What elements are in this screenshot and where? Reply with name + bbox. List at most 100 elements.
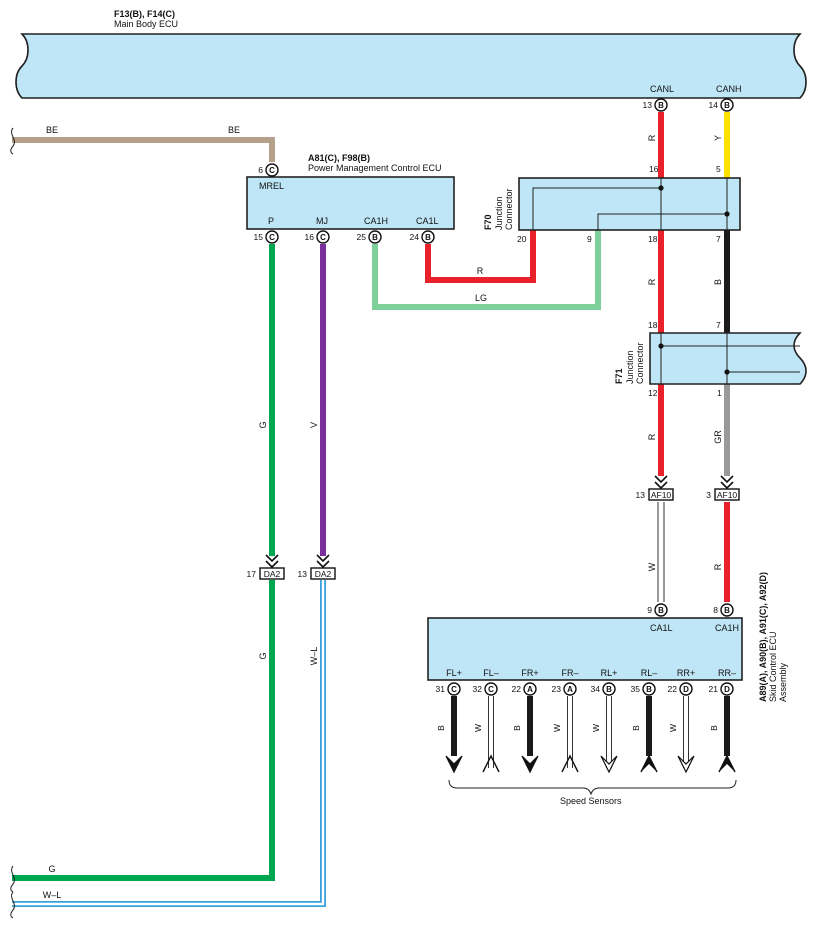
wire-label-f71-r: R <box>647 433 657 440</box>
pin-connector-letter: D <box>724 685 730 694</box>
break-wl <box>10 891 15 919</box>
f70-name-2: Connector <box>504 188 514 230</box>
pin-circle <box>265 163 279 177</box>
pin-circle <box>447 682 461 696</box>
wire-wl-bottom-outer <box>12 580 326 907</box>
main-body-ecu-name: Main Body ECU <box>114 19 178 29</box>
wire-label-be-left: BE <box>46 125 58 135</box>
skid-ecu-box <box>427 617 743 681</box>
f70-pin-18: 18 <box>648 234 658 244</box>
wire-label-bottom-g: G <box>48 864 55 874</box>
f70-pin-20: 20 <box>517 234 527 244</box>
connector-box <box>714 488 740 501</box>
skid-output-0: FL+B <box>436 668 463 774</box>
skid-wire-color: W <box>591 724 601 732</box>
pin-connector-letter: B <box>606 685 612 694</box>
pin-circle <box>720 98 734 112</box>
break-be <box>10 127 15 155</box>
pin-connector-letter: B <box>658 606 664 615</box>
wire-label-bottom-wl: W–L <box>43 890 62 900</box>
pin-circle <box>654 603 668 617</box>
f71-splice-1 <box>658 343 664 349</box>
main-body-pin-canl: B13 <box>643 98 668 112</box>
f70-internal-3 <box>597 213 727 230</box>
pmc-codes: A81(C), F98(B) <box>308 153 370 163</box>
skid-pin-1: C32 <box>473 682 498 696</box>
pin-number: 22 <box>512 684 522 694</box>
pin-connector-letter: C <box>269 233 275 242</box>
main-body-pin-canh: B14 <box>709 98 734 112</box>
pin-connector-letter: B <box>372 233 378 242</box>
break-g <box>10 865 15 893</box>
f70-pin-5: 5 <box>716 164 721 174</box>
wire-label-f70-b: B <box>713 279 723 285</box>
f71-box <box>649 332 807 385</box>
skid-signal-label: FL– <box>483 668 499 678</box>
pin-number: 13 <box>643 100 653 110</box>
chevron-down-icon <box>316 560 330 569</box>
f70-pin-16: 16 <box>649 164 659 174</box>
f70-name-1: Junction <box>494 196 504 230</box>
f70-box <box>518 177 741 231</box>
power-management-ecu: A81(C), F98(B) Power Management Control … <box>246 153 455 230</box>
skid-output-6: RR+W <box>668 668 695 774</box>
pin-connector-letter: B <box>425 233 431 242</box>
skid-signal-label: RL+ <box>601 668 618 678</box>
chevron-down-icon <box>265 560 279 569</box>
chevron-down-icon <box>720 475 734 484</box>
skid-signal-ca1l: CA1L <box>650 623 673 633</box>
skid-wire-color: B <box>512 725 522 731</box>
chevron-down-icon <box>720 481 734 490</box>
pin-number: 34 <box>591 684 601 694</box>
pin-circle <box>642 682 656 696</box>
skid-signal-label: RR– <box>718 668 736 678</box>
skid-pin-4: B 34 <box>591 682 616 696</box>
f70-pin-9: 9 <box>587 234 592 244</box>
skid-signal-label: FR– <box>561 668 578 678</box>
pin-number: 6 <box>258 165 263 175</box>
pin-number: 35 <box>631 684 641 694</box>
wire-ca1l-r <box>425 230 536 283</box>
connector-pin: 13 <box>298 569 308 579</box>
pmc-pin-mrel: C6 <box>258 163 279 177</box>
arrow-up <box>561 754 579 773</box>
f71-pin-1: 1 <box>717 388 722 398</box>
wire-label-f71-gr: GR <box>713 430 723 444</box>
skid-output-7: RR–B <box>709 668 736 773</box>
wire-label-af10-w: W <box>647 562 657 571</box>
skid-signal-label: RL– <box>641 668 658 678</box>
wire-label-canl: R <box>647 134 657 141</box>
pin-number: 8 <box>713 605 718 615</box>
connector-pin: 3 <box>706 490 711 500</box>
connector-pin: 17 <box>247 569 257 579</box>
pin-connector-letter: A <box>527 685 533 694</box>
f70-code: F70 <box>483 214 493 230</box>
pmc-signal-ca1l: CA1L <box>416 216 439 226</box>
pin-number: 9 <box>647 605 652 615</box>
pin-circle <box>523 682 537 696</box>
f70-splice-1 <box>658 185 664 191</box>
pmc-signal-ca1h: CA1H <box>364 216 388 226</box>
wire-label-g-low: G <box>258 652 268 659</box>
f71-name-1: Junction <box>625 350 635 384</box>
pin-number: 15 <box>254 232 264 242</box>
wire-label-ca1h-lg: LG <box>475 293 487 303</box>
arrow-down <box>445 755 463 774</box>
arrow-down <box>677 755 695 774</box>
wire-label-mj-v: V <box>309 422 319 428</box>
skid-pin-ca1l: B9 <box>647 603 668 617</box>
pin-connector-letter: B <box>724 101 730 110</box>
arrow-up <box>482 754 500 773</box>
pmc-box <box>246 176 455 230</box>
pin-number: 23 <box>552 684 562 694</box>
skid-signal-label: RR+ <box>677 668 695 678</box>
pin-connector-letter: C <box>320 233 326 242</box>
f71-splice-2 <box>724 369 730 375</box>
wire-label-be-right: BE <box>228 125 240 135</box>
skid-ecu-codes: A89(A), A90(B), A91(C), A92(D) <box>758 572 768 702</box>
pmc-signal-p: P <box>268 216 274 226</box>
f70-pin-7: 7 <box>716 234 721 244</box>
